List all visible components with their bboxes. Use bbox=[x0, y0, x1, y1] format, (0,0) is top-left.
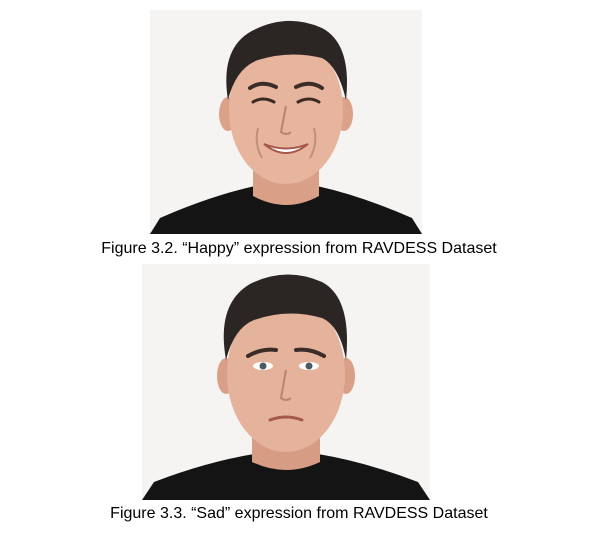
left-eyebrow bbox=[246, 347, 278, 358]
left-eyebrow bbox=[248, 81, 278, 90]
left-eye bbox=[251, 97, 276, 104]
happy-face-illustration bbox=[150, 10, 422, 234]
left-pupil bbox=[259, 362, 267, 370]
left-smile-line bbox=[255, 127, 263, 159]
right-pupil bbox=[305, 362, 313, 370]
right-eye bbox=[296, 97, 321, 104]
smiling-mouth bbox=[263, 143, 309, 154]
shirt bbox=[142, 454, 430, 500]
hair bbox=[223, 274, 347, 360]
sad-expression-photo bbox=[142, 264, 430, 500]
right-eyebrow bbox=[294, 81, 324, 90]
nose bbox=[279, 369, 292, 401]
sad-face-illustration bbox=[142, 264, 430, 500]
sad-mouth bbox=[268, 415, 304, 422]
figure-3-2-caption: Figure 3.2. “Happy” expression from RAVD… bbox=[101, 240, 497, 257]
right-eyebrow bbox=[294, 347, 326, 358]
shirt bbox=[150, 186, 422, 234]
figure-3-3-caption: Figure 3.3. “Sad” expression from RAVDES… bbox=[110, 505, 488, 522]
happy-expression-photo bbox=[150, 10, 422, 234]
nose bbox=[279, 105, 292, 135]
right-smile-line bbox=[309, 127, 317, 159]
hair bbox=[226, 20, 347, 101]
